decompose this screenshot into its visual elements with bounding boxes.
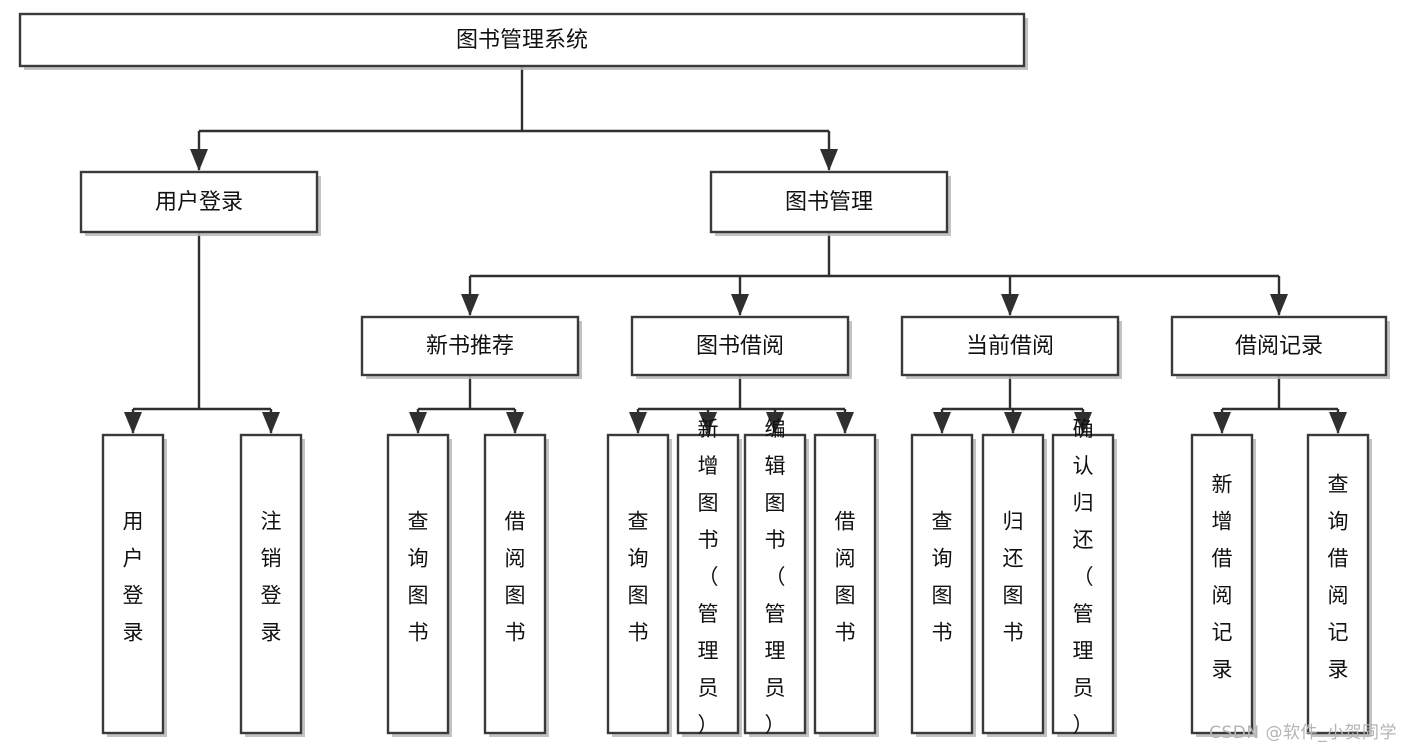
node-rect xyxy=(1190,433,1254,735)
node-leaf-logout[interactable]: 注销登录 xyxy=(239,433,305,737)
node-leaf-query-record[interactable]: 查询借阅记录 xyxy=(1306,433,1372,737)
node-leaf-borrow-book[interactable]: 借阅图书 xyxy=(813,433,879,737)
node-user-login[interactable]: 用户登录 xyxy=(79,170,321,236)
arrow-head-icon xyxy=(1001,294,1019,316)
arrow-head-icon xyxy=(933,412,951,434)
node-leaf-add-record[interactable]: 新增借阅记录 xyxy=(1190,433,1256,737)
arrow-head-icon xyxy=(1004,412,1022,434)
connector-layer xyxy=(124,66,1347,434)
node-label: 借阅图书 xyxy=(505,510,526,645)
arrow-head-icon xyxy=(699,412,717,434)
node-label: 借阅图书 xyxy=(835,510,856,645)
node-borrow-record[interactable]: 借阅记录 xyxy=(1170,315,1390,379)
node-rect xyxy=(483,433,547,735)
node-root-root[interactable]: 图书管理系统 xyxy=(18,12,1028,70)
arrow-head-icon xyxy=(731,294,749,316)
node-label: 图书借阅 xyxy=(696,334,784,359)
node-book-manage[interactable]: 图书管理 xyxy=(709,170,951,236)
arrow-head-icon xyxy=(766,412,784,434)
node-label: 用户登录 xyxy=(123,510,144,645)
arrow-head-icon xyxy=(1329,412,1347,434)
node-rect xyxy=(813,433,877,735)
arrow-head-icon xyxy=(836,412,854,434)
arrow-head-icon xyxy=(190,149,208,171)
node-rect xyxy=(910,433,974,735)
node-rect xyxy=(101,433,165,735)
node-label: 当前借阅 xyxy=(966,334,1054,359)
node-label: 新增图书（管理员） xyxy=(698,417,719,737)
node-leaf-return-book[interactable]: 归还图书 xyxy=(981,433,1047,737)
node-rect xyxy=(981,433,1045,735)
node-rect xyxy=(1306,433,1370,735)
node-label: 注销登录 xyxy=(261,510,282,645)
node-label: 编辑图书（管理员） xyxy=(765,417,786,737)
node-label: 图书管理 xyxy=(785,190,873,215)
node-label: 图书管理系统 xyxy=(456,28,588,53)
node-book-borrow[interactable]: 图书借阅 xyxy=(630,315,852,379)
arrow-head-icon xyxy=(1270,294,1288,316)
arrow-head-icon xyxy=(506,412,524,434)
node-rect xyxy=(79,170,319,234)
node-label: 用户登录 xyxy=(155,190,243,215)
node-rect xyxy=(386,433,450,735)
node-leaf-query-book-rec[interactable]: 查询图书 xyxy=(386,433,452,737)
arrow-head-icon xyxy=(820,149,838,171)
arrow-head-icon xyxy=(1213,412,1231,434)
arrow-head-icon xyxy=(1074,412,1092,434)
node-leaf-edit-book[interactable]: 编辑图书（管理员） xyxy=(743,417,809,737)
node-label: 确认归还（管理员） xyxy=(1073,417,1094,737)
node-leaf-query-book-borrow[interactable]: 查询图书 xyxy=(606,433,672,737)
node-rect xyxy=(709,170,949,234)
arrow-head-icon xyxy=(629,412,647,434)
node-rect xyxy=(18,12,1026,68)
node-rect xyxy=(676,433,740,735)
node-label: 查询图书 xyxy=(932,510,953,645)
node-rect xyxy=(1170,315,1388,377)
node-rect xyxy=(239,433,303,735)
node-rect xyxy=(360,315,580,377)
node-new-book-recommend[interactable]: 新书推荐 xyxy=(360,315,582,379)
node-label: 查询借阅记录 xyxy=(1328,473,1349,682)
arrow-head-icon xyxy=(262,412,280,434)
node-leaf-confirm-return[interactable]: 确认归还（管理员） xyxy=(1051,417,1117,737)
arrow-head-icon xyxy=(124,412,142,434)
node-rect xyxy=(900,315,1120,377)
node-label: 新增借阅记录 xyxy=(1212,473,1233,682)
node-label: 借阅记录 xyxy=(1235,334,1323,359)
node-label: 查询图书 xyxy=(408,510,429,645)
node-current-borrow[interactable]: 当前借阅 xyxy=(900,315,1122,379)
node-leaf-add-book[interactable]: 新增图书（管理员） xyxy=(676,417,742,737)
node-rect xyxy=(743,433,807,735)
node-leaf-query-book-cur[interactable]: 查询图书 xyxy=(910,433,976,737)
node-label: 查询图书 xyxy=(628,510,649,645)
node-label: 归还图书 xyxy=(1003,510,1024,645)
node-rect xyxy=(606,433,670,735)
arrow-head-icon xyxy=(461,294,479,316)
node-leaf-borrow-book-rec[interactable]: 借阅图书 xyxy=(483,433,549,737)
node-layer: 图书管理系统用户登录图书管理新书推荐图书借阅当前借阅借阅记录用户登录注销登录查询… xyxy=(18,12,1390,737)
node-leaf-user-login[interactable]: 用户登录 xyxy=(101,433,167,737)
node-rect xyxy=(630,315,850,377)
node-label: 新书推荐 xyxy=(426,334,514,359)
arrow-head-icon xyxy=(409,412,427,434)
node-rect xyxy=(1051,433,1115,735)
